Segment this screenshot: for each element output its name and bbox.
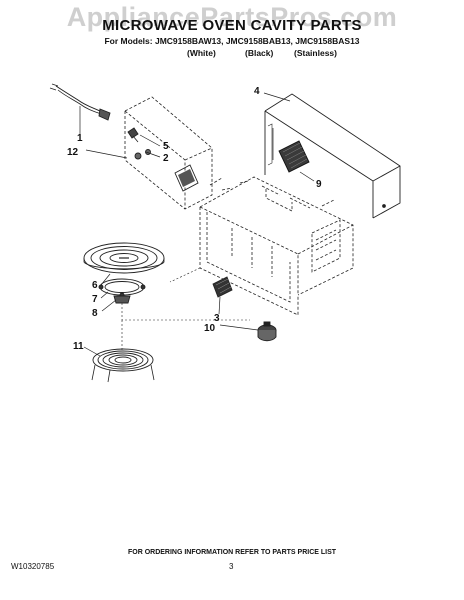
model-list: For Models: JMC9158BAW13, JMC9158BAB13, … bbox=[104, 36, 360, 46]
oven-cavity bbox=[199, 176, 354, 316]
screw-part-5 bbox=[127, 127, 139, 143]
finish-white: (White) bbox=[187, 48, 216, 58]
document-number: W10320785 bbox=[11, 562, 55, 571]
page-title: MICROWAVE OVEN CAVITY PARTS bbox=[102, 17, 362, 34]
screw-part-2 bbox=[134, 149, 151, 160]
callout-5: 5 bbox=[163, 141, 169, 152]
watermark: AppliancePartsPros.com bbox=[66, 2, 398, 32]
turntable-tray bbox=[83, 242, 165, 274]
leader-lines bbox=[79, 92, 315, 357]
callout-2: 2 bbox=[163, 153, 169, 164]
vent-grille bbox=[278, 140, 310, 173]
page-number: 3 bbox=[229, 562, 234, 571]
callout-1: 1 bbox=[77, 133, 83, 144]
callout-6: 6 bbox=[92, 280, 98, 291]
waveguide-cover bbox=[174, 164, 199, 192]
assembly-guide-lines bbox=[121, 267, 250, 352]
wire-harness bbox=[49, 83, 111, 121]
callout-4: 4 bbox=[254, 86, 260, 97]
ordering-note: FOR ORDERING INFORMATION REFER TO PARTS … bbox=[127, 549, 337, 556]
callout-10: 10 bbox=[204, 323, 216, 334]
callout-8: 8 bbox=[92, 308, 98, 319]
callout-11: 11 bbox=[73, 341, 84, 352]
turntable-coupler bbox=[113, 295, 131, 304]
callout-9: 9 bbox=[316, 179, 322, 190]
heater-coil bbox=[91, 348, 155, 383]
callout-12: 12 bbox=[67, 147, 79, 158]
turntable-motor bbox=[257, 321, 277, 342]
mica-cover bbox=[212, 276, 233, 298]
waveguide-bracket bbox=[124, 96, 213, 210]
finish-stainless: (Stainless) bbox=[294, 48, 337, 58]
callout-7: 7 bbox=[92, 294, 98, 305]
callout-3: 3 bbox=[214, 313, 220, 324]
outer-cabinet-wrapper bbox=[264, 93, 401, 219]
finish-black: (Black) bbox=[245, 48, 274, 58]
roller-ring bbox=[98, 278, 146, 298]
